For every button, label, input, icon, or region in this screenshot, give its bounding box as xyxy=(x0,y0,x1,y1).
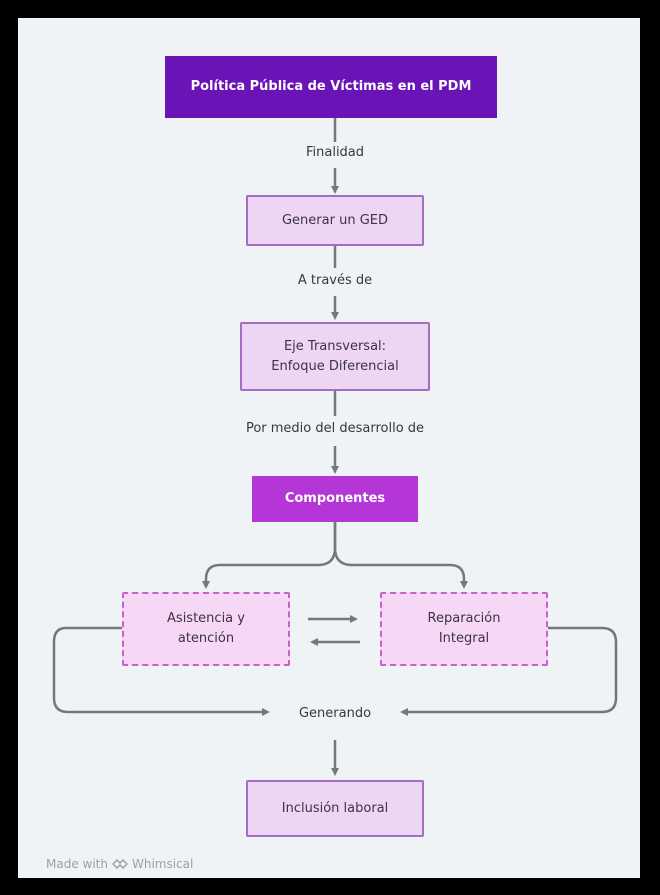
node-politica-publica-label: Política Pública de Víctimas en el PDM xyxy=(190,79,472,94)
node-generar-ged-label: Generar un GED xyxy=(281,212,388,228)
node-eje-transversal-line1: Eje Transversal: xyxy=(283,338,387,354)
node-asistencia-atencion: Asistencia y atención xyxy=(122,592,290,666)
node-generando: Generando xyxy=(284,704,386,723)
connector-reparacion-generando xyxy=(400,626,618,716)
node-reparacion-line1: Reparación xyxy=(427,611,501,626)
whimsical-logo-icon xyxy=(111,858,128,870)
node-inclusion-laboral: Inclusión laboral xyxy=(246,780,424,837)
connector-asistencia-generando xyxy=(52,626,270,716)
node-asistencia-line2: atención xyxy=(177,631,235,646)
connectors xyxy=(52,118,618,776)
node-componentes-label: Componentes xyxy=(284,491,386,506)
connector-componentes-branch-right xyxy=(333,522,468,589)
edge-label-por-medio: Por medio del desarrollo de xyxy=(241,421,429,436)
node-reparacion-line2: Integral xyxy=(438,631,490,646)
node-asistencia-line1: Asistencia y xyxy=(167,611,245,626)
node-generar-ged: Generar un GED xyxy=(246,195,424,246)
edge-label-a-traves-de: A través de xyxy=(293,273,377,288)
node-eje-transversal: Eje Transversal: Enfoque Diferencial xyxy=(240,322,430,391)
whimsical-watermark[interactable]: Made with Whimsical xyxy=(46,857,193,871)
node-reparacion-integral: Reparación Integral xyxy=(380,592,548,666)
node-componentes: Componentes xyxy=(252,476,418,522)
edge-label-finalidad: Finalidad xyxy=(301,145,369,160)
made-with-text: Made with xyxy=(46,857,108,871)
whimsical-brand-text: Whimsical xyxy=(131,857,194,871)
node-inclusion-laboral-label: Inclusión laboral xyxy=(281,800,389,816)
connector-componentes-branch-left xyxy=(202,522,337,589)
node-eje-transversal-line2: Enfoque Diferencial xyxy=(271,358,399,374)
diagram-canvas: Política Pública de Víctimas en el PDM F… xyxy=(18,18,640,878)
node-politica-publica: Política Pública de Víctimas en el PDM xyxy=(165,56,497,118)
